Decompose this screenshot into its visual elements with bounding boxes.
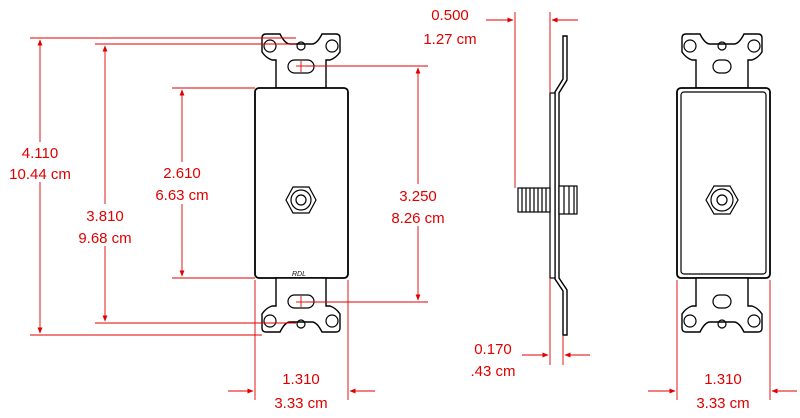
- front-width-cm: 3.33 cm: [274, 395, 327, 412]
- back-bottom-mount-hole: [717, 319, 727, 329]
- side-connector-rear-threads: [563, 186, 575, 214]
- side-view: [517, 35, 578, 336]
- back-extension-lines: [676, 280, 771, 400]
- plate-thickness-cm: .43 cm: [470, 363, 515, 380]
- face-height-in: 2.610: [163, 165, 201, 182]
- back-f-connector-center: [716, 194, 728, 206]
- front-dimension-labels: 4.110 10.44 cm 3.810 9.68 cm 2.610 6.63 …: [3, 142, 456, 412]
- front-bottom-screw-slot: [287, 294, 315, 309]
- front-width-in: 1.310: [282, 371, 320, 388]
- screw-center-marks: [296, 61, 306, 307]
- back-f-connector-nut: [705, 185, 739, 215]
- back-top-strap: [681, 33, 763, 89]
- mount-hole-spacing-in: 3.810: [86, 208, 124, 225]
- back-view: [676, 33, 771, 333]
- back-top-mount-hole: [717, 41, 727, 51]
- front-top-right-ear-hole: [325, 39, 339, 53]
- mount-hole-spacing-cm: 9.68 cm: [78, 230, 131, 247]
- side-dimension-arrows: [486, 17, 590, 358]
- front-bottom-mount-hole: [296, 319, 306, 329]
- front-bottom-left-ear-hole: [263, 314, 277, 328]
- overall-height-cm: 10.44 cm: [9, 166, 71, 183]
- plate-thickness-in: 0.170: [474, 341, 512, 358]
- back-width-cm: 3.33 cm: [696, 395, 749, 412]
- side-face-plate: [549, 92, 556, 279]
- overall-height-in: 4.110: [22, 145, 58, 162]
- front-f-connector-body: [290, 189, 312, 211]
- front-face-plate: [254, 87, 349, 279]
- back-bottom-strap: [681, 277, 763, 333]
- front-bottom-right-ear-hole: [325, 314, 339, 328]
- back-top-right-ear-hole: [747, 39, 761, 53]
- back-top-screw-slot: [712, 59, 732, 74]
- side-depth-cm: 1.27 cm: [423, 31, 476, 48]
- side-connector-threads: [521, 188, 547, 212]
- screw-spacing-cm: 8.26 cm: [391, 210, 444, 227]
- front-extension-lines: [30, 37, 428, 400]
- side-extension-lines: [514, 12, 564, 365]
- back-bottom-screw-slot: [712, 294, 732, 309]
- side-depth-in: 0.500: [431, 7, 469, 24]
- back-f-connector-body: [710, 188, 734, 212]
- back-face-plate: [676, 87, 771, 279]
- front-top-screw-slot: [287, 59, 315, 74]
- front-f-connector-center: [295, 194, 307, 206]
- back-dimension-labels: 1.310 3.33 cm: [696, 371, 749, 412]
- brand-mark: RDL: [292, 271, 306, 278]
- front-f-connector-nut: [285, 186, 317, 214]
- back-bottom-left-ear-hole: [683, 314, 697, 328]
- screw-spacing-in: 3.250: [399, 188, 437, 205]
- front-top-left-ear-hole: [263, 39, 277, 53]
- face-height-cm: 6.63 cm: [155, 187, 208, 204]
- back-width-in: 1.310: [704, 371, 742, 388]
- side-dimension-labels: 0.500 1.27 cm 0.170 .43 cm: [423, 7, 515, 380]
- front-top-mount-hole: [296, 41, 306, 51]
- back-face-inner-rim: [680, 91, 767, 275]
- front-view: RDL: [254, 33, 349, 333]
- back-top-left-ear-hole: [683, 39, 697, 53]
- side-profile: [554, 35, 568, 336]
- back-bottom-right-ear-hole: [747, 314, 761, 328]
